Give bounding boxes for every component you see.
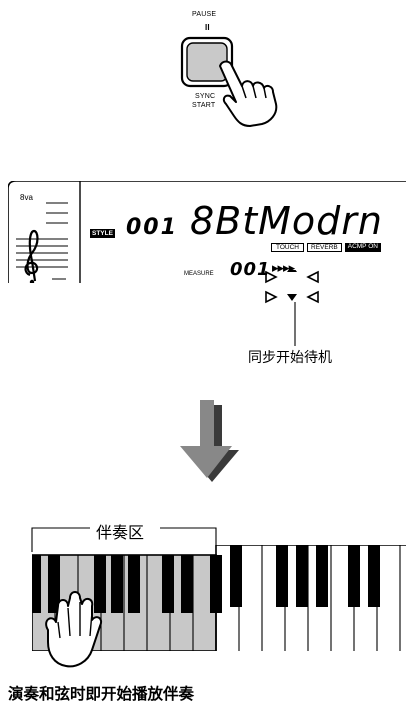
indicator-acmp-on: ACMP ON (344, 243, 381, 252)
indicator-touch: TOUCH (271, 243, 304, 252)
down-arrow-icon (180, 400, 239, 482)
callout-line (294, 302, 296, 346)
measure-label: MEASURE (184, 271, 214, 277)
start-label: START (192, 102, 216, 109)
measure-value: 001 (230, 259, 271, 280)
pause-glyph: II (205, 23, 210, 32)
sync-label: SYNC (195, 93, 216, 100)
style-number: 001 (126, 215, 178, 240)
pressing-hand-icon (219, 60, 278, 127)
sync-standby-label: 同步开始待机 (248, 350, 332, 366)
accompaniment-zone-bracket (31, 527, 217, 552)
indicator-row: TOUCH REVERB ACMP ON (271, 243, 381, 252)
playing-hand-icon (45, 591, 102, 668)
bottom-caption: 演奏和弦时即开始播放伴奏 (8, 685, 195, 703)
beat-arrows: ▸▸▸▸ (272, 261, 295, 276)
style-badge: STYLE (90, 229, 115, 238)
indicator-reverb: REVERB (307, 243, 342, 252)
staff-octave-label: 8va (20, 193, 33, 202)
lcd-display: 8va STYLE 001 8BtModrn TOUCH REVERB ACMP… (8, 181, 406, 283)
style-name: 8BtModrn (190, 199, 384, 243)
pause-label: PAUSE (192, 11, 217, 18)
accompaniment-zone-label: 伴奏区 (96, 523, 145, 542)
blinking-marks (265, 270, 319, 304)
